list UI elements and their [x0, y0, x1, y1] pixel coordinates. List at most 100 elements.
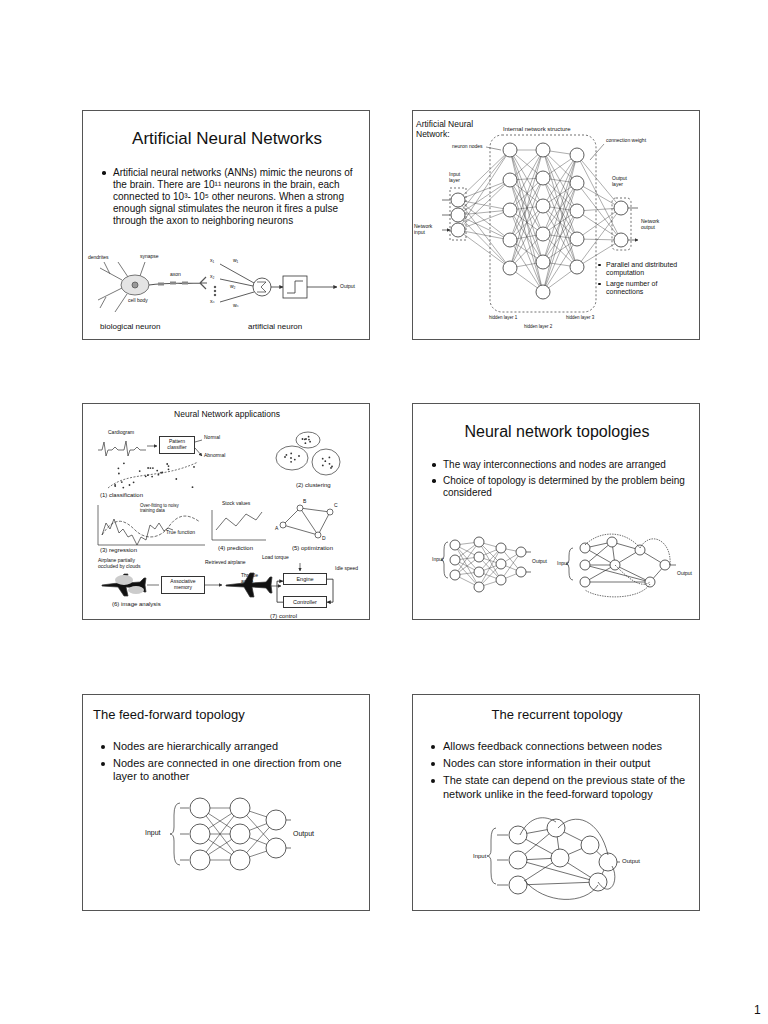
- neuron-circle: [190, 850, 210, 870]
- neuron-circle: [503, 173, 517, 187]
- figure-label: C: [334, 503, 338, 509]
- neuron-circle: [450, 555, 460, 565]
- neuron-circle: [599, 853, 617, 871]
- neuron-circle: [190, 824, 210, 844]
- biological-neuron: [132, 282, 138, 288]
- bullet-text: Nodes are hierarchically arranged: [113, 740, 358, 753]
- neuron-circle: [570, 204, 584, 218]
- figure-label: hidden layer 3: [566, 315, 594, 320]
- neuron-circle: [509, 826, 527, 844]
- bullet-dot: [431, 745, 435, 749]
- bullet-dot: [431, 762, 435, 766]
- figure-label: (4) prediction: [218, 545, 253, 552]
- biological-neuron: [121, 275, 149, 295]
- neuron-circle: [509, 851, 527, 869]
- connection-line: [615, 565, 650, 582]
- data-point: [294, 459, 296, 461]
- neuron-circle: [451, 193, 465, 207]
- neuron-circle: [536, 285, 550, 299]
- neuron-circle: [474, 567, 484, 577]
- connection-line: [458, 215, 510, 240]
- application-sketches: [147, 446, 157, 447]
- neuron-circle: [536, 199, 550, 213]
- figure-label: Input: [432, 557, 443, 563]
- bullet-text: The way interconnections and nodes are a…: [443, 459, 688, 471]
- bullet-text: The state can depend on the previous sta…: [443, 774, 688, 800]
- data-point: [161, 472, 163, 474]
- figure-label: Output: [340, 284, 355, 290]
- slide-title: Neural network topologies: [413, 422, 701, 441]
- figure-label: biological neuron: [100, 322, 161, 331]
- bullet-text: Nodes can store information in their out…: [443, 757, 688, 770]
- connection-line: [585, 582, 650, 583]
- bullet-text: Large number of connections: [606, 280, 694, 297]
- figure-label: wₙ: [233, 303, 239, 309]
- figure-label: (1) classification: [100, 492, 143, 499]
- artificial-neuron: [257, 282, 266, 292]
- figure-label: Load torque: [262, 555, 289, 561]
- connection-line: [543, 211, 577, 292]
- data-point: [286, 454, 288, 456]
- figure-label: Network input: [414, 224, 440, 236]
- topology-sketches: [585, 534, 670, 597]
- artificial-neuron: [214, 286, 216, 288]
- figure-label: Output: [677, 571, 692, 577]
- bullet-dot: [102, 171, 106, 175]
- slide-title: Neural Network applications: [83, 409, 371, 419]
- neuron-circle: [570, 260, 584, 274]
- figure-label: D: [322, 536, 326, 542]
- data-point: [322, 458, 324, 460]
- neuron-circle: [451, 223, 465, 237]
- data-point: [308, 439, 310, 441]
- ann-structure: [612, 198, 631, 250]
- application-sketches: [195, 440, 202, 456]
- neuron-circle: [474, 582, 484, 592]
- data-point: [122, 487, 124, 489]
- figure-label: (6) image analysis: [112, 601, 161, 608]
- figure-label: Abnormal: [204, 453, 225, 459]
- neuron-circle: [450, 540, 460, 550]
- drawing-stroke: [180, 808, 291, 860]
- application-sketches: [280, 522, 286, 528]
- figure-label: A: [275, 526, 278, 532]
- data-point: [147, 474, 149, 476]
- topology-sketches: [520, 818, 615, 900]
- figure-label: w₁: [233, 258, 238, 264]
- figure-label: Cardiogram: [108, 430, 134, 436]
- figure-label: (3) regression: [100, 547, 137, 554]
- neuron-circle: [503, 203, 517, 217]
- connection-line: [458, 180, 510, 215]
- figure-label: (5) optimization: [292, 545, 333, 552]
- slide-title: Artificial Neural Network:: [416, 119, 496, 139]
- artificial-neuron: [287, 281, 303, 293]
- neuron-circle: [230, 824, 250, 844]
- neuron-circle: [230, 798, 250, 818]
- process-box: Associative memory: [161, 576, 205, 594]
- bullet-dot: [598, 264, 601, 267]
- neuron-circle: [503, 233, 517, 247]
- neuron-circle: [580, 577, 590, 587]
- bullet-text: Allows feedback connections between node…: [443, 740, 688, 753]
- connection-line: [455, 545, 479, 587]
- figure-label: Output: [622, 858, 640, 865]
- neuron-circle: [474, 552, 484, 562]
- figure-label: Network output: [641, 219, 667, 231]
- neuron-circle: [474, 537, 484, 547]
- application-sketches: [212, 510, 266, 540]
- neuron-circle: [570, 176, 584, 190]
- connection-line: [458, 215, 510, 268]
- connection-line: [518, 882, 598, 885]
- figure-label: Input layer: [449, 172, 471, 184]
- figure-label: axon: [170, 272, 181, 278]
- neuron-circle: [536, 143, 550, 157]
- data-point: [192, 486, 194, 488]
- application-sketches: [312, 449, 340, 475]
- figure-label: Airplane partially occluded by clouds: [98, 558, 153, 570]
- connection-line: [458, 150, 510, 200]
- data-point: [158, 474, 160, 476]
- connection-line: [543, 183, 577, 262]
- slide-title: The recurrent topology: [413, 707, 701, 723]
